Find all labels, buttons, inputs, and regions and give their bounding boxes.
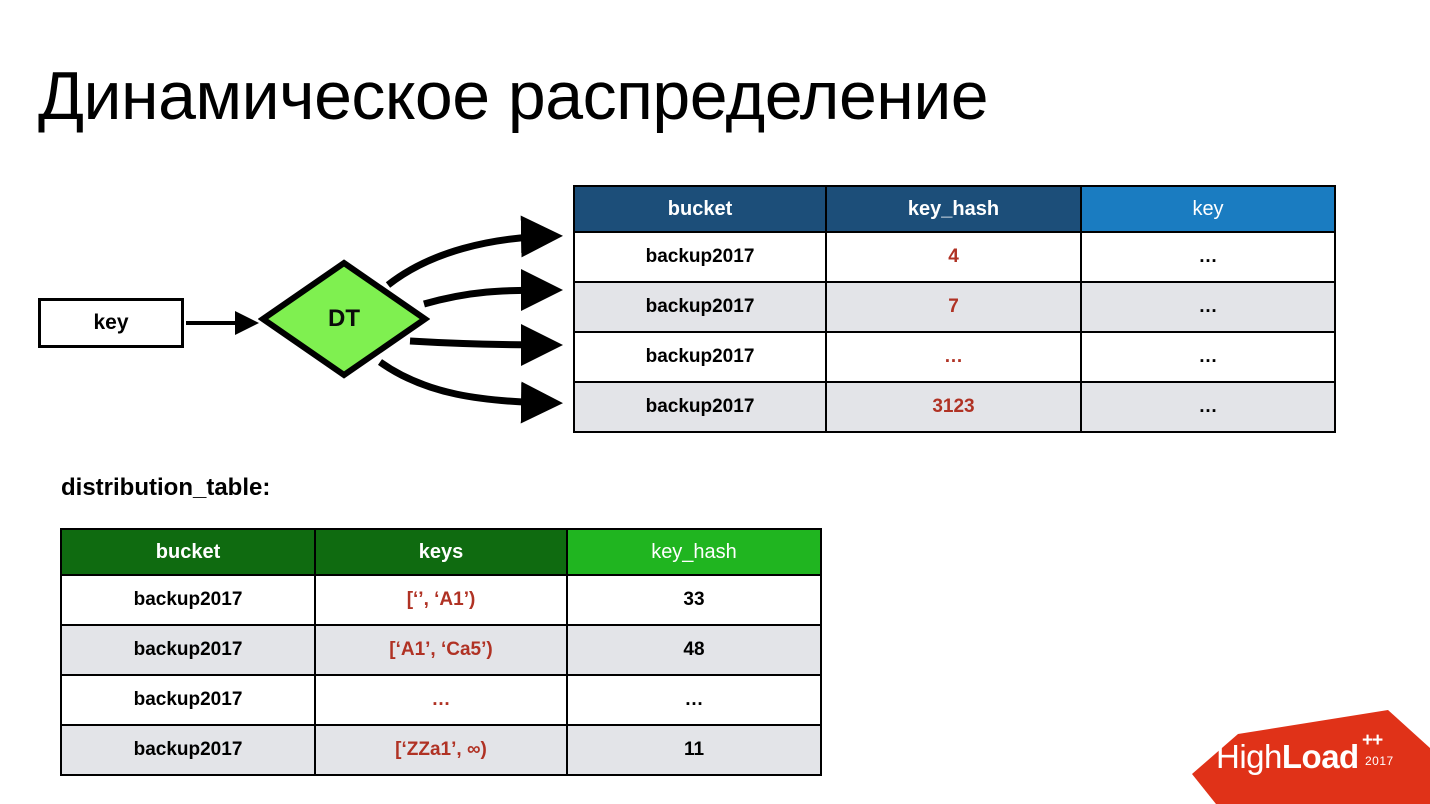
table-row: backup2017 4 … (573, 231, 1336, 283)
bucket-key-hash-table: bucket key_hash key backup2017 4 … backu… (573, 185, 1336, 433)
distribution-diagram: key DT (0, 0, 600, 440)
table-row: backup2017 [‘ZZa1’, ∞) 11 (60, 724, 822, 776)
diagram-arrows (186, 215, 563, 424)
cell-bucket: backup2017 (60, 624, 316, 676)
table-row: backup2017 … … (573, 331, 1336, 383)
cell-key-hash: … (566, 674, 822, 726)
logo-shape (1192, 710, 1430, 804)
arrow-dt-to-row-1 (385, 215, 563, 288)
cell-key-hash: … (825, 331, 1082, 383)
cell-key-hash: 7 (825, 281, 1082, 333)
table-row: backup2017 [‘’, ‘A1’) 33 (60, 574, 822, 626)
table-header-row: bucket key_hash key (573, 185, 1336, 233)
cell-keys: … (314, 674, 568, 726)
cell-bucket: backup2017 (573, 331, 827, 383)
arrow-dt-to-row-2 (423, 269, 563, 312)
logo-plus-plus: ++ (1362, 730, 1383, 751)
table-row: backup2017 3123 … (573, 381, 1336, 433)
page-title: Динамическое распределение (38, 58, 989, 134)
cell-keys: [‘ZZa1’, ∞) (314, 724, 568, 776)
cell-bucket: backup2017 (573, 381, 827, 433)
cell-key: … (1080, 231, 1336, 283)
column-header-keys[interactable]: keys (314, 528, 568, 576)
cell-bucket: backup2017 (60, 674, 316, 726)
table-row: backup2017 7 … (573, 281, 1336, 333)
distribution-table: bucket keys key_hash backup2017 [‘’, ‘A1… (60, 528, 822, 776)
dt-decision-shape (257, 258, 431, 380)
cell-keys: [‘A1’, ‘Ca5’) (314, 624, 568, 676)
arrow-dt-to-row-3 (409, 323, 563, 366)
logo-load-text: Load (1281, 738, 1359, 775)
table-row: backup2017 [‘A1’, ‘Ca5’) 48 (60, 624, 822, 676)
cell-key: … (1080, 331, 1336, 383)
cell-bucket: backup2017 (573, 281, 827, 333)
column-header-key-hash[interactable]: key_hash (566, 528, 822, 576)
table-header-row: bucket keys key_hash (60, 528, 822, 576)
logo-year: 2017 (1365, 754, 1394, 768)
logo-high-text: High (1216, 738, 1282, 775)
cell-bucket: backup2017 (60, 724, 316, 776)
distribution-table-label: distribution_table: (61, 474, 271, 501)
column-header-key-hash[interactable]: key_hash (825, 185, 1082, 233)
cell-key-hash: 33 (566, 574, 822, 626)
logo-wordmark: HighLoad (1216, 740, 1359, 773)
cell-key-hash: 3123 (825, 381, 1082, 433)
cell-key-hash: 48 (566, 624, 822, 676)
cell-bucket: backup2017 (573, 231, 827, 283)
cell-key: … (1080, 281, 1336, 333)
highload-logo: HighLoad ++ 2017 (1178, 696, 1430, 804)
key-input-box: key (38, 298, 184, 348)
cell-bucket: backup2017 (60, 574, 316, 626)
column-header-key[interactable]: key (1080, 185, 1336, 233)
cell-keys: [‘’, ‘A1’) (314, 574, 568, 626)
column-header-bucket[interactable]: bucket (60, 528, 316, 576)
table-row: backup2017 … … (60, 674, 822, 726)
arrow-dt-to-row-4 (377, 359, 563, 424)
column-header-bucket[interactable]: bucket (573, 185, 827, 233)
cell-key-hash: 4 (825, 231, 1082, 283)
cell-key-hash: 11 (566, 724, 822, 776)
cell-key: … (1080, 381, 1336, 433)
